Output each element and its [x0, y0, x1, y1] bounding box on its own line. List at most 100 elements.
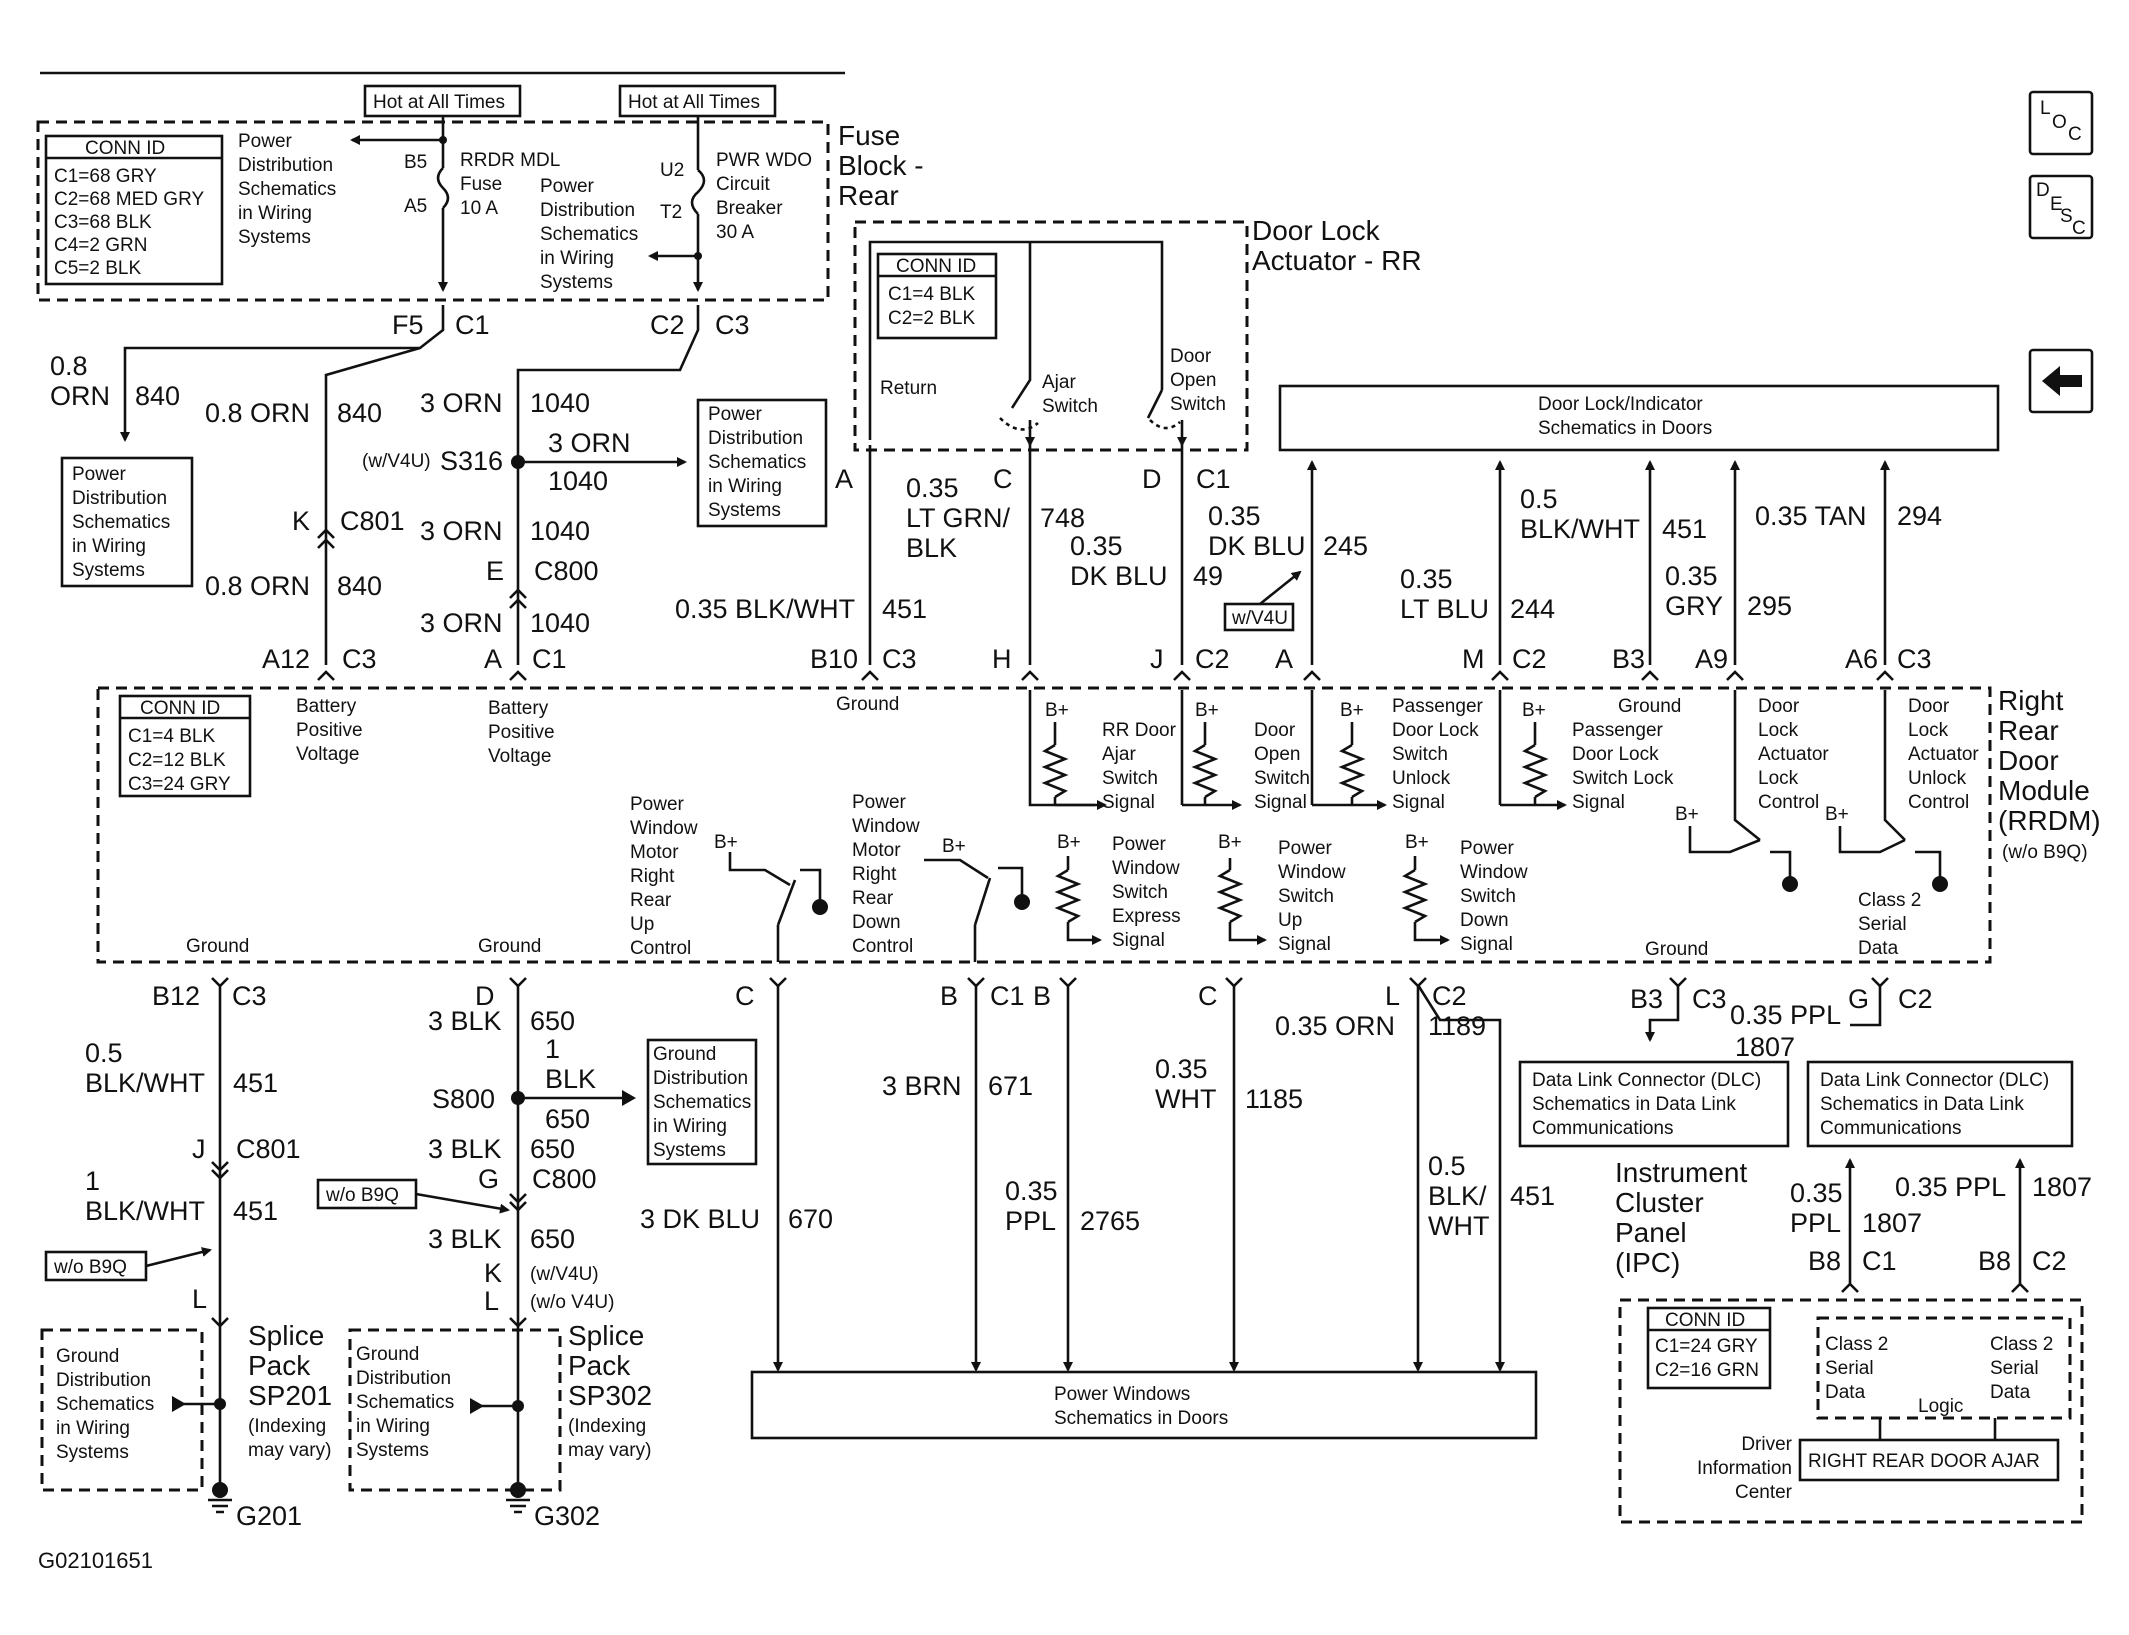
svg-text:1040: 1040 [548, 466, 608, 496]
sw-up-label: Power Window Switch Up Signal [1278, 838, 1346, 955]
conn-k: K [292, 506, 310, 536]
svg-text:840: 840 [337, 571, 382, 601]
svg-text:Switch: Switch [1042, 396, 1098, 417]
svg-text:Door: Door [1758, 696, 1800, 717]
svg-text:Actuator - RR: Actuator - RR [1252, 245, 1422, 276]
conn-c801: C801 [340, 506, 405, 536]
door-lock-indicator-box [1278, 384, 2000, 452]
svg-text:0.35: 0.35 [1208, 501, 1261, 531]
wire-1040b: 3 ORN 1040 [420, 516, 590, 546]
svg-text:Systems: Systems [72, 560, 145, 581]
svg-text:Control: Control [852, 936, 913, 957]
svg-text:C3: C3 [232, 981, 267, 1011]
svg-text:in Wiring: in Wiring [72, 536, 146, 557]
svg-text:C1: C1 [532, 644, 567, 674]
sp302-outline [348, 1328, 562, 1492]
svg-text:C2: C2 [1195, 644, 1230, 674]
door-lock-actuator-outline [853, 220, 1249, 452]
svg-text:Distribution: Distribution [356, 1368, 451, 1389]
sp302-gd-text: Ground Distribution Schematics in Wiring… [356, 1344, 454, 1461]
svg-text:C3: C3 [882, 644, 917, 674]
svg-text:C2: C2 [1512, 644, 1547, 674]
pin-c1-actuator: C1 [1196, 464, 1231, 494]
svg-text:Data Link Connector (DLC): Data Link Connector (DLC) [1532, 1070, 1761, 1091]
battery-voltage-a: Battery Positive Voltage [296, 696, 363, 765]
svg-text:Power Windows: Power Windows [1054, 1384, 1190, 1405]
ipc-message: RIGHT REAR DOOR AJAR [1808, 1451, 2040, 1472]
svg-text:Door Lock: Door Lock [1392, 720, 1479, 741]
back-arrow-icon[interactable] [2028, 348, 2094, 414]
svg-text:Splice: Splice [568, 1320, 644, 1351]
svg-text:may vary): may vary) [248, 1440, 331, 1461]
ground-label-1: Ground [186, 936, 249, 957]
svg-text:A6: A6 [1845, 644, 1878, 674]
svg-text:0.35: 0.35 [1665, 561, 1718, 591]
wire-245: 0.35 DK BLU 245 [1208, 501, 1368, 561]
battery-voltage-b: Battery Positive Voltage [488, 698, 555, 767]
svg-text:C1=4 BLK: C1=4 BLK [128, 726, 215, 747]
dlc-text-right: Data Link Connector (DLC) Schematics in … [1820, 1070, 2049, 1139]
sp201-label: Splice Pack SP201 (Indexing may vary) [248, 1320, 332, 1461]
ground-g302: G302 [534, 1501, 600, 1531]
svg-text:C: C [2068, 124, 2082, 145]
svg-text:Door: Door [1254, 720, 1296, 741]
pin-u2: U2 [660, 160, 684, 181]
svg-text:0.35 BLK/WHT: 0.35 BLK/WHT [675, 594, 855, 624]
svg-text:B3: B3 [1630, 984, 1663, 1014]
svg-text:0.8: 0.8 [50, 351, 88, 381]
gd-box-s800-text: Ground Distribution Schematics in Wiring… [653, 1044, 751, 1161]
svg-text:Schematics in Data Link: Schematics in Data Link [1820, 1094, 2024, 1115]
svg-text:1807: 1807 [1735, 1032, 1795, 1062]
svg-text:Systems: Systems [56, 1442, 129, 1463]
svg-text:A: A [484, 644, 502, 674]
svg-text:(w/V4U): (w/V4U) [530, 1264, 599, 1285]
svg-text:1040: 1040 [530, 516, 590, 546]
svg-text:BLK/WHT: BLK/WHT [85, 1068, 205, 1098]
svg-text:E: E [2050, 194, 2063, 215]
svg-text:B+: B+ [1218, 832, 1242, 853]
svg-text:C3: C3 [1897, 644, 1932, 674]
svg-text:(Indexing: (Indexing [568, 1416, 646, 1437]
svg-text:3 BLK: 3 BLK [428, 1134, 502, 1164]
svg-text:C2: C2 [1432, 981, 1467, 1011]
wire-670: 3 DK BLU 670 [640, 1204, 833, 1234]
svg-text:0.8 ORN: 0.8 ORN [205, 398, 310, 428]
dlc-box-left [1518, 1060, 1790, 1148]
actuator-unlock-label: Door Lock Actuator Unlock Control [1908, 696, 1979, 813]
fuse-block-outline [36, 120, 830, 302]
hot-text-left: Hot at All Times [373, 92, 505, 113]
svg-text:245: 245 [1323, 531, 1368, 561]
svg-text:Signal: Signal [1102, 792, 1155, 813]
svg-text:Open: Open [1170, 370, 1216, 391]
svg-text:Module: Module [1998, 775, 2090, 806]
desc-icon[interactable]: D E S C [2028, 174, 2094, 240]
svg-text:Battery: Battery [296, 696, 357, 717]
class2-data-label: Class 2 Serial Data [1858, 890, 1921, 959]
loc-icon[interactable]: L O C [2028, 90, 2094, 156]
svg-text:Switch Lock: Switch Lock [1572, 768, 1674, 789]
svg-text:451: 451 [882, 594, 927, 624]
pin-a-actuator: A [835, 464, 853, 494]
wire-49: 0.35 DK BLU 49 [1070, 531, 1223, 591]
svg-text:Schematics: Schematics [238, 179, 336, 200]
svg-text:in Wiring: in Wiring [708, 476, 782, 497]
svg-text:650: 650 [530, 1224, 575, 1254]
pullup-resistors [1028, 690, 1567, 810]
rrdm-outline [96, 686, 1992, 964]
wire-1807c: 0.35 PPL 1807 [1895, 1172, 2092, 1202]
svg-text:Communications: Communications [1820, 1118, 1962, 1139]
svg-text:Switch: Switch [1102, 768, 1158, 789]
wob9q-text-mid: w/o B9Q [325, 1185, 399, 1206]
svg-text:BLK: BLK [545, 1064, 596, 1094]
svg-text:840: 840 [135, 381, 180, 411]
wire-1807-top: 0.35 PPL 1807 [1730, 1000, 1841, 1062]
svg-text:C2=68 MED GRY: C2=68 MED GRY [54, 189, 204, 210]
svg-text:Power: Power [1112, 834, 1167, 855]
svg-text:Ajar: Ajar [1042, 372, 1076, 393]
svg-text:BLK/WHT: BLK/WHT [85, 1196, 205, 1226]
svg-text:294: 294 [1897, 501, 1942, 531]
svg-text:SP302: SP302 [568, 1380, 652, 1411]
ground-g201: G201 [236, 1501, 302, 1531]
svg-text:B+: B+ [1825, 804, 1849, 825]
pass-unlock-label: Passenger Door Lock Switch Unlock Signal [1392, 696, 1484, 813]
